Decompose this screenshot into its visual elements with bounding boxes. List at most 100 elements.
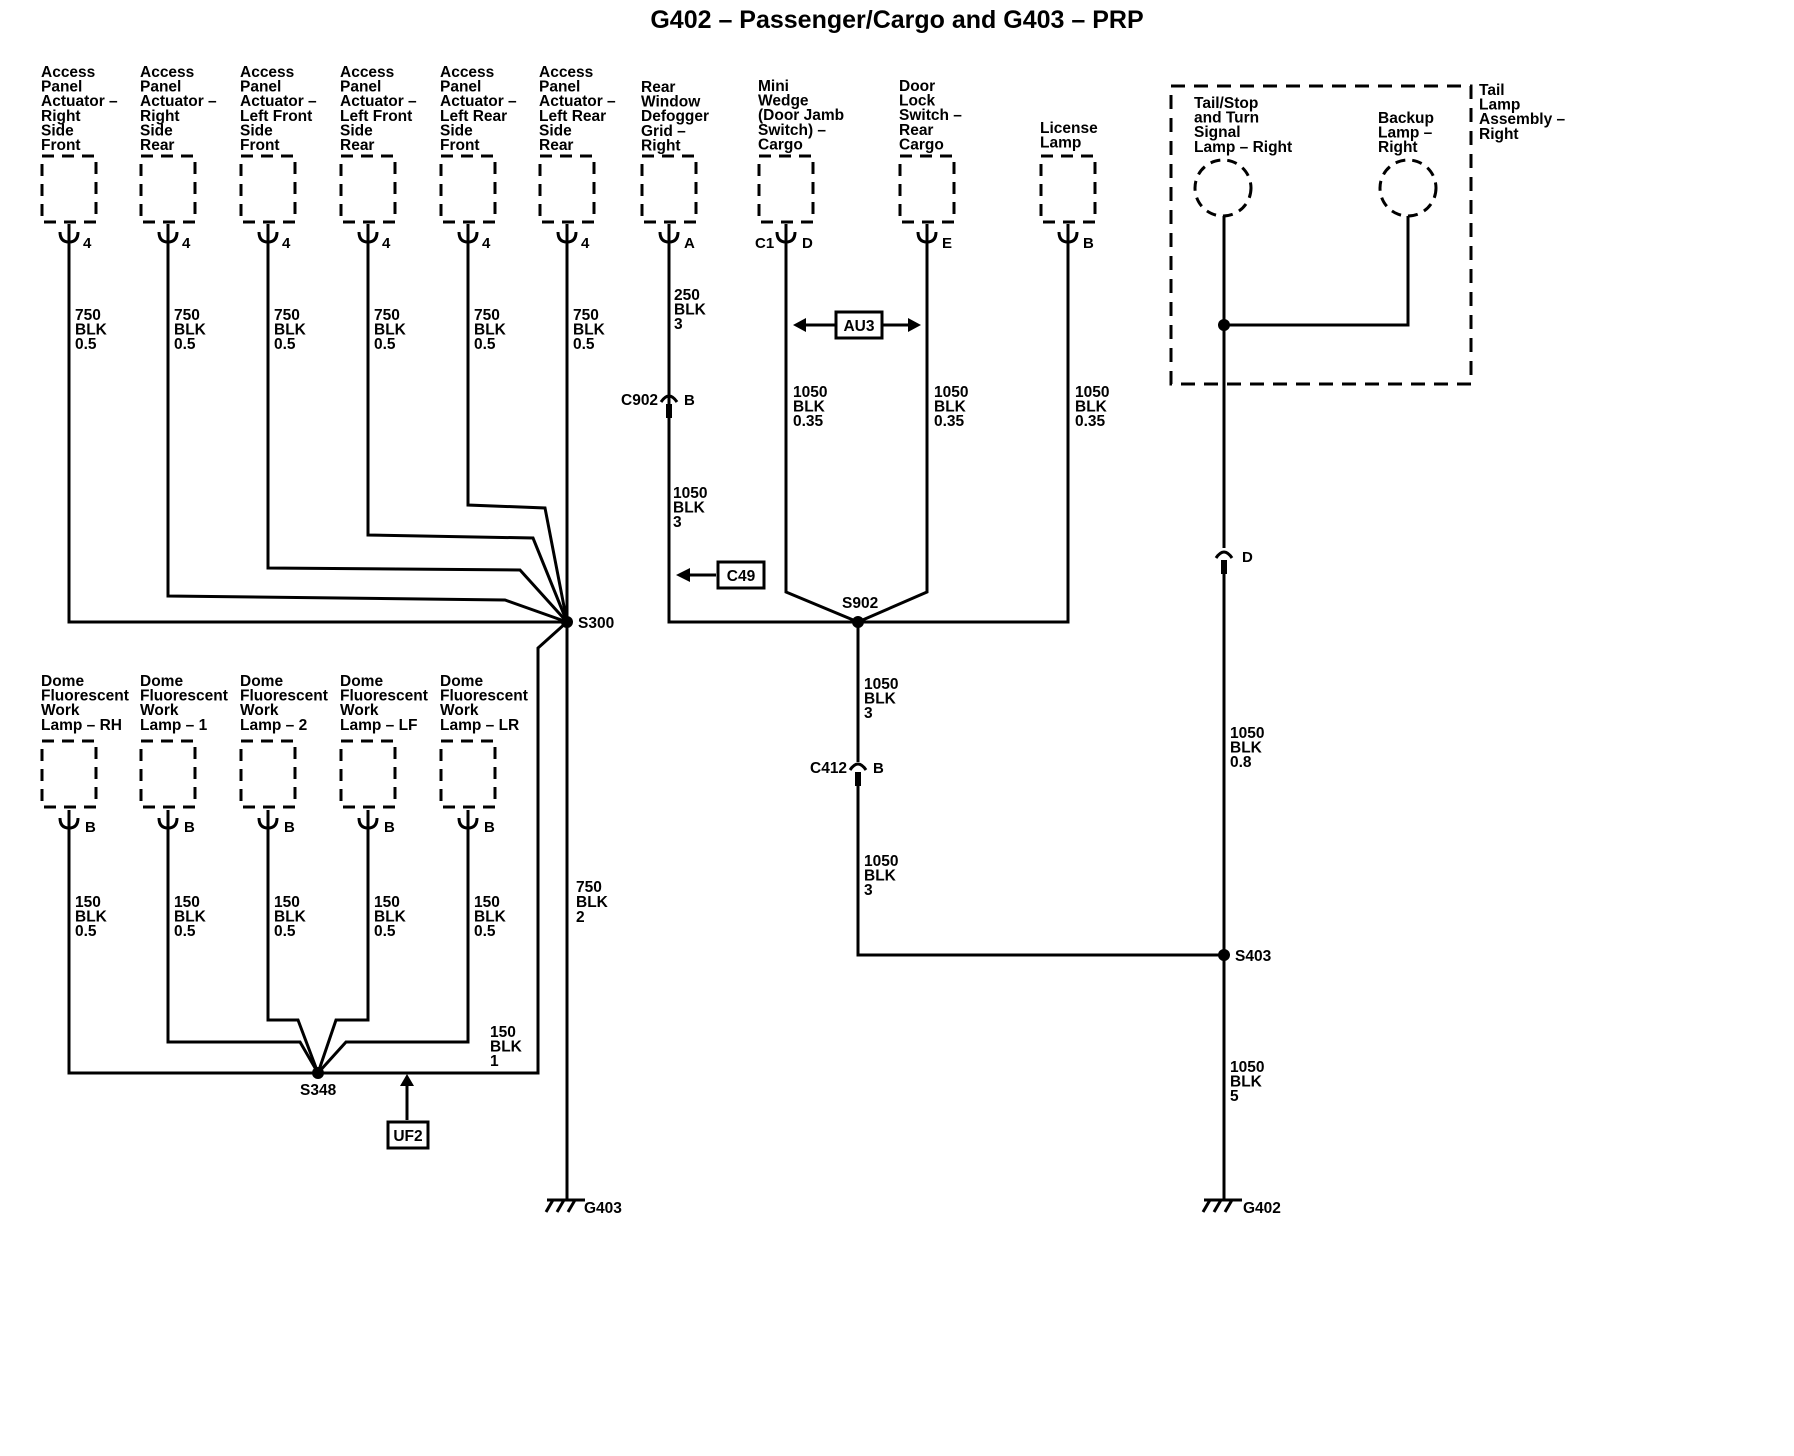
ref-uf2-label: UF2: [393, 1128, 422, 1145]
pin-label-c10: B: [1083, 235, 1094, 252]
splice-s403: [1218, 949, 1230, 961]
wire-label-c4: BLK: [374, 322, 407, 339]
wire-s348-to-s300: [318, 620, 569, 1075]
component-label-c4: Actuator –: [340, 93, 417, 110]
wire-label-c8: BLK: [793, 399, 826, 416]
component-label-d5: Fluorescent: [440, 688, 528, 705]
wire-label-d1: 0.5: [75, 923, 97, 940]
wire-label-c1: 0.5: [75, 336, 97, 353]
connector-box-c7: [640, 154, 698, 224]
component-label-c5: Panel: [440, 79, 481, 96]
wire-label-c9: 0.35: [934, 413, 965, 430]
component-label-d4: Dome: [340, 673, 383, 690]
pin-label-d3: B: [284, 819, 295, 836]
wire-label-c10: 0.35: [1075, 413, 1106, 430]
component-label-c4: Panel: [340, 79, 381, 96]
component-label-c3: Side: [240, 122, 273, 139]
component-label-c9: Switch –: [899, 107, 962, 124]
component-label-c8: (Door Jamb: [758, 107, 844, 124]
backup-lamp-label: Backup: [1378, 110, 1434, 127]
component-label-c3: Panel: [240, 79, 281, 96]
component-label-c10: License: [1040, 120, 1098, 137]
pin-label-c8: D: [802, 235, 813, 252]
wire-label-c5: 750: [474, 307, 500, 324]
component-label-d5: Work: [440, 702, 479, 719]
component-label-c6: Actuator –: [539, 93, 616, 110]
wire-label-d4: BLK: [374, 909, 407, 926]
connector-c902: [666, 404, 672, 418]
wire-label-c8: 1050: [793, 384, 827, 401]
connector-box-d4: [339, 739, 397, 809]
component-label-c2: Right: [140, 108, 180, 125]
component-label-c5: Front: [440, 137, 480, 154]
component-label-c9: Rear: [899, 122, 933, 139]
tail-stop-lamp-label: Tail/Stop: [1194, 95, 1258, 112]
component-label-d4: Lamp – LF: [340, 717, 418, 734]
wire-c412-s403: [856, 786, 1224, 957]
wire-label-c10: BLK: [1075, 399, 1108, 416]
wire-label-c6: BLK: [573, 322, 606, 339]
component-label-c3: Left Front: [240, 108, 312, 125]
component-label-d2: Fluorescent: [140, 688, 228, 705]
component-label-c1: Access: [41, 64, 95, 81]
component-label-d3: Fluorescent: [240, 688, 328, 705]
component-label-c2: Access: [140, 64, 194, 81]
conn-label-c8: C1: [755, 235, 774, 252]
component-label-d2: Work: [140, 702, 179, 719]
splice-s902: [852, 616, 864, 628]
connector-box-c1: [40, 154, 98, 224]
wire-label-c412-s403: BLK: [864, 868, 897, 885]
connector-box-d1: [40, 739, 98, 809]
wire-c3: [266, 243, 569, 624]
wire-label-c7: BLK: [674, 302, 707, 319]
wire-label-d1: BLK: [75, 909, 108, 926]
component-label-c3: Actuator –: [240, 93, 317, 110]
connector-box-c6: [538, 154, 596, 224]
wire-label-c8: 0.35: [793, 413, 824, 430]
wire-d1: [67, 829, 318, 1075]
wire-label-s348-s300: 150: [490, 1024, 516, 1041]
ground-g402: [1201, 1199, 1212, 1213]
tail-stop-lamp-label: and Turn: [1194, 110, 1259, 127]
ref-c49-label: C49: [727, 568, 756, 585]
pin-label-d1: B: [85, 819, 96, 836]
connector-c902: [659, 394, 679, 403]
wire-label-tail-s403: 1050: [1230, 725, 1264, 742]
wire-label-tail-s403: 0.8: [1230, 754, 1252, 771]
component-label-c3: Front: [240, 137, 280, 154]
wire-label-defogger-lower: 1050: [673, 485, 707, 502]
connector-box-c2: [139, 154, 197, 224]
ground-g402: [1212, 1199, 1223, 1213]
component-label-c2: Actuator –: [140, 93, 217, 110]
splice-tail-internal: [1218, 319, 1230, 331]
connector-box-c9: [898, 154, 956, 224]
pin-label-d5: B: [484, 819, 495, 836]
pin-label-d4: B: [384, 819, 395, 836]
component-label-c9: Lock: [899, 93, 936, 110]
ref-c49: [716, 560, 766, 590]
wire-label-d2: 150: [174, 894, 200, 911]
component-label-d5: Lamp – LR: [440, 717, 519, 734]
wire-label-c10: 1050: [1075, 384, 1109, 401]
uf2-arrow-head: [400, 1074, 414, 1086]
connector-c902-pin: B: [684, 392, 695, 409]
wire-label-d5: 150: [474, 894, 500, 911]
wire-label-s300-g403-3: 2: [576, 909, 585, 926]
au3-arrowhead-right: [908, 318, 921, 332]
wire-label-c3: 0.5: [274, 336, 296, 353]
component-label-d3: Lamp – 2: [240, 717, 307, 734]
wire-label-d3: 0.5: [274, 923, 296, 940]
component-label-c10: Lamp: [1040, 135, 1081, 152]
component-label-c7: Grid –: [641, 123, 686, 140]
component-label-c5: Actuator –: [440, 93, 517, 110]
tail-stop-lamp-label: Signal: [1194, 124, 1241, 141]
connector-box-d2: [139, 739, 197, 809]
wire-label-c7: 250: [674, 287, 700, 304]
backup-lamp-label: Lamp –: [1378, 125, 1433, 142]
connector-box-c4: [339, 154, 397, 224]
wire-c8-c9: [784, 243, 929, 624]
wire-label-d2: 0.5: [174, 923, 196, 940]
wire-label-s300-g403-2: BLK: [576, 894, 609, 911]
connector-c412: [848, 762, 868, 771]
connector-box-d3: [239, 739, 297, 809]
